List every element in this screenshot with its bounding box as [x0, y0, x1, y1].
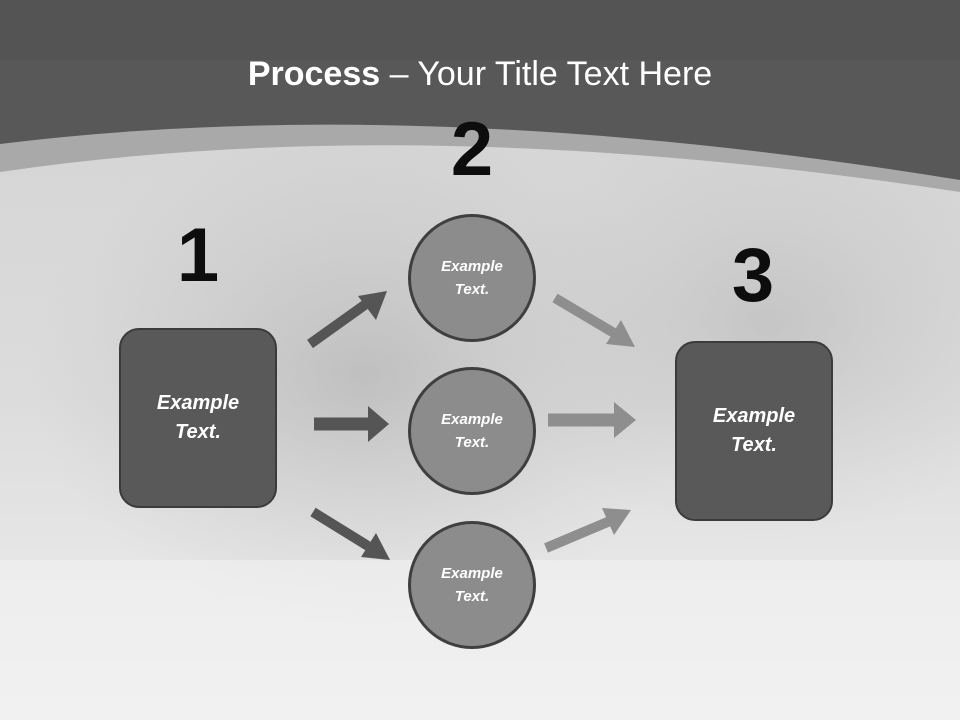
- circle-top-text: Example Text.: [441, 258, 503, 298]
- arrow-middle-to-end: [548, 402, 636, 438]
- title-rest: – Your Title Text Here: [380, 55, 713, 93]
- end-box-text: Example Text.: [712, 405, 796, 456]
- title-bold: Process: [247, 55, 381, 93]
- arrow-start-to-middle: [314, 406, 389, 442]
- arrow-start-to-bottom: [310, 507, 390, 560]
- arrow-top-to-end: [552, 293, 635, 347]
- circle-bottom: Example Text.: [408, 521, 536, 649]
- step-number-1: 1: [176, 213, 220, 298]
- circle-top: Example Text.: [408, 214, 536, 342]
- circle-middle: Example Text.: [408, 367, 536, 495]
- end-box: Example Text.: [675, 341, 833, 521]
- circle-bottom-text: Example Text.: [441, 565, 503, 605]
- step-number-3: 3: [731, 233, 775, 318]
- circle-middle-text: Example Text.: [441, 411, 503, 451]
- start-box-text: Example Text.: [156, 392, 240, 443]
- start-box: Example Text.: [119, 328, 277, 508]
- arrow-bottom-to-end: [544, 508, 631, 553]
- arrow-start-to-top: [307, 291, 387, 349]
- slide-title: Process – Your Title Text Here: [0, 50, 960, 98]
- step-number-2: 2: [450, 107, 494, 192]
